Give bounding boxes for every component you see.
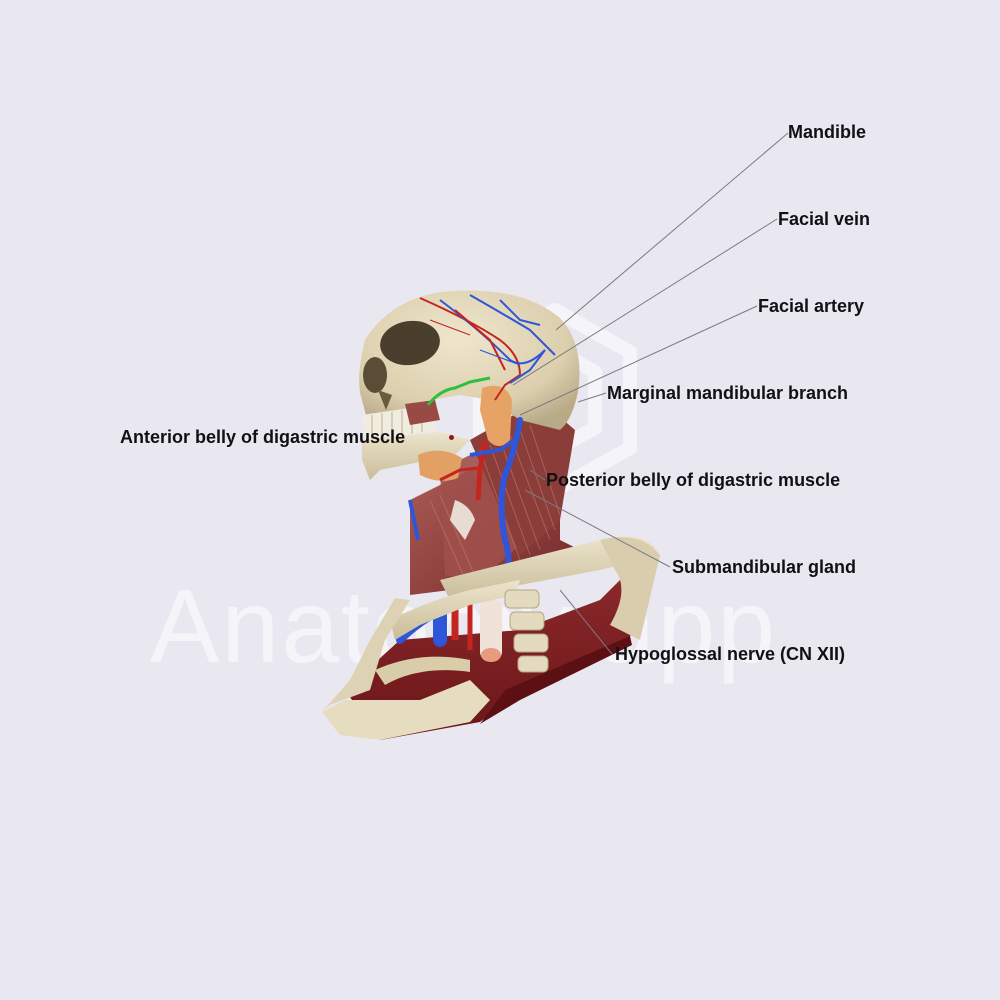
label-hypoglossal-nerve: Hypoglossal nerve (CN XII)	[615, 644, 846, 664]
label-anterior-belly-digastric: Anterior belly of digastric muscle	[120, 427, 406, 447]
label-submandibular-gland: Submandibular gland	[672, 557, 857, 577]
trachea	[450, 500, 502, 662]
label-marginal-mandibular-branch: Marginal mandibular branch	[607, 383, 849, 403]
anterior-belly-marker	[449, 435, 454, 440]
label-posterior-belly-digastric: Posterior belly of digastric muscle	[546, 470, 841, 490]
label-mandible: Mandible	[788, 122, 867, 142]
label-facial-artery: Facial artery	[758, 296, 865, 316]
label-facial-vein: Facial vein	[778, 209, 871, 229]
